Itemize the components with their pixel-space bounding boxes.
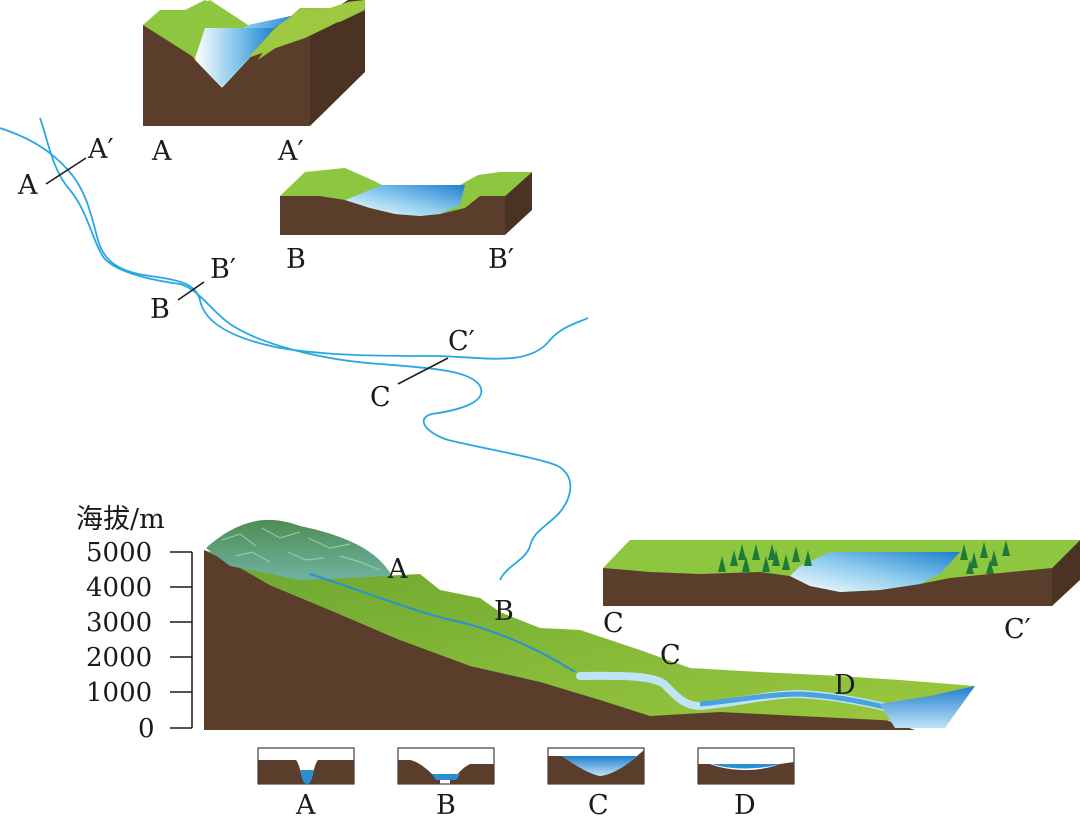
map-label-c-prime: C′ (448, 326, 475, 357)
y-tick-1000: 1000 (86, 678, 152, 708)
profile-label-d: D (834, 670, 856, 701)
y-tick-4000: 4000 (86, 573, 152, 603)
label-c-prime-block: C′ (1004, 614, 1031, 645)
mini-label-a: A (295, 790, 316, 820)
mini-section-d (698, 748, 794, 784)
label-a-prime-top: A′ (277, 136, 304, 167)
profile-label-c: C (660, 640, 681, 671)
map-label-a: A (17, 170, 38, 201)
mini-section-a (258, 748, 354, 784)
mini-section-c (548, 748, 644, 784)
mini-label-c: C (588, 790, 609, 820)
cross-section-block-c (603, 540, 1080, 606)
profile-label-a: A (387, 554, 408, 585)
label-c-block: C (603, 608, 624, 639)
y-tick-0: 0 (138, 714, 155, 744)
map-label-b: B (150, 294, 170, 325)
cross-section-block-a (143, 0, 365, 126)
y-tick-2000: 2000 (86, 643, 152, 673)
map-label-a-prime: A′ (87, 134, 114, 165)
mini-label-b: B (436, 790, 456, 820)
label-b-prime-top: B′ (488, 244, 514, 275)
map-label-b-prime: B′ (210, 254, 236, 285)
y-axis (170, 552, 192, 728)
label-a-top: A (151, 136, 172, 167)
y-tick-3000: 3000 (86, 608, 152, 638)
mini-section-b (398, 748, 494, 784)
y-tick-5000: 5000 (86, 538, 152, 568)
mini-label-d: D (734, 790, 756, 820)
label-b-top: B (286, 244, 306, 275)
map-label-c: C (370, 382, 391, 413)
cross-section-block-b (280, 168, 532, 235)
profile-label-b: B (494, 596, 514, 627)
y-axis-title: 海拔/m (76, 504, 165, 535)
